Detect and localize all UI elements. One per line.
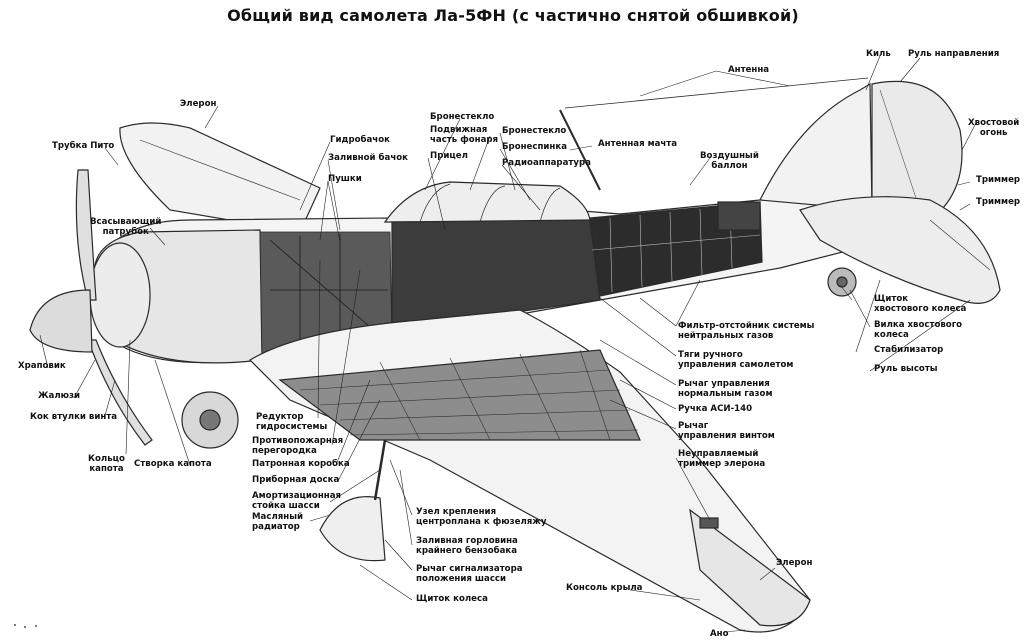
label-ano: Ано — [710, 629, 729, 639]
wing-structure — [278, 349, 641, 441]
label-wing-console: Консоль крыла — [566, 583, 643, 593]
aileron-lower — [689, 508, 811, 627]
label-louvers: Жалюзи — [38, 391, 80, 401]
label-antenna-mast: Антенная мачта — [598, 139, 678, 149]
antenna-wire — [564, 77, 869, 109]
page-title: Общий вид самолета Ла-5ФН (с частично сн… — [227, 6, 799, 25]
label-asi-handle: Ручка АСИ-140 — [678, 404, 753, 414]
label-hydro-tank: Гидробачок — [330, 135, 390, 145]
label-aileron-bottom: Элерон — [776, 558, 813, 568]
label-spinner: Кок втулки винта — [30, 412, 118, 422]
label-armored-back: Бронеспинка — [502, 142, 567, 152]
label-aileron-top: Элерон — [180, 99, 217, 109]
label-trim-2: Триммер — [976, 197, 1021, 207]
air-bottle — [717, 201, 761, 231]
leader-lines — [39, 55, 977, 633]
horizontal-stabilizer — [799, 196, 1001, 304]
label-wheel-shield: Щиток колеса — [416, 594, 488, 604]
label-gunsight: Прицел — [430, 151, 468, 161]
propeller-spinner — [29, 289, 93, 353]
label-cowl-flap: Створка капота — [134, 459, 212, 469]
label-armored-glass-1: Бронестекло — [430, 112, 495, 122]
label-antenna: Антенна — [728, 65, 770, 75]
label-kil: Киль — [866, 49, 891, 59]
label-rudder: Руль направления — [908, 49, 1000, 59]
cockpit-interior — [391, 219, 601, 331]
label-ratchet: Храповик — [18, 361, 66, 371]
label-stabilizer: Стабилизатор — [874, 345, 944, 355]
aileron-trim — [699, 517, 719, 529]
cowling-ring — [89, 242, 151, 348]
label-armored-glass-2: Бронестекло — [502, 126, 567, 136]
label-cannons: Пушки — [328, 174, 362, 184]
propeller-blade-lower — [87, 339, 153, 446]
label-elevator: Руль высоты — [874, 364, 938, 374]
corner-marks — [14, 624, 37, 628]
antenna-mast — [559, 109, 601, 191]
aircraft-illustration — [29, 77, 1001, 633]
label-instrument-panel: Приборная доска — [252, 475, 340, 485]
wheel-fairing — [319, 496, 386, 562]
label-ammo-box: Патронная коробка — [252, 459, 350, 469]
label-pitot: Трубка Пито — [52, 141, 115, 151]
upper-left-wing — [119, 122, 321, 233]
label-filler-tank: Заливной бачок — [328, 153, 408, 163]
label-radio: Радиоаппаратура — [502, 158, 591, 168]
vertical-fin — [759, 82, 873, 211]
label-trim-1: Триммер — [976, 175, 1021, 185]
propeller-blade-upper — [75, 169, 97, 301]
